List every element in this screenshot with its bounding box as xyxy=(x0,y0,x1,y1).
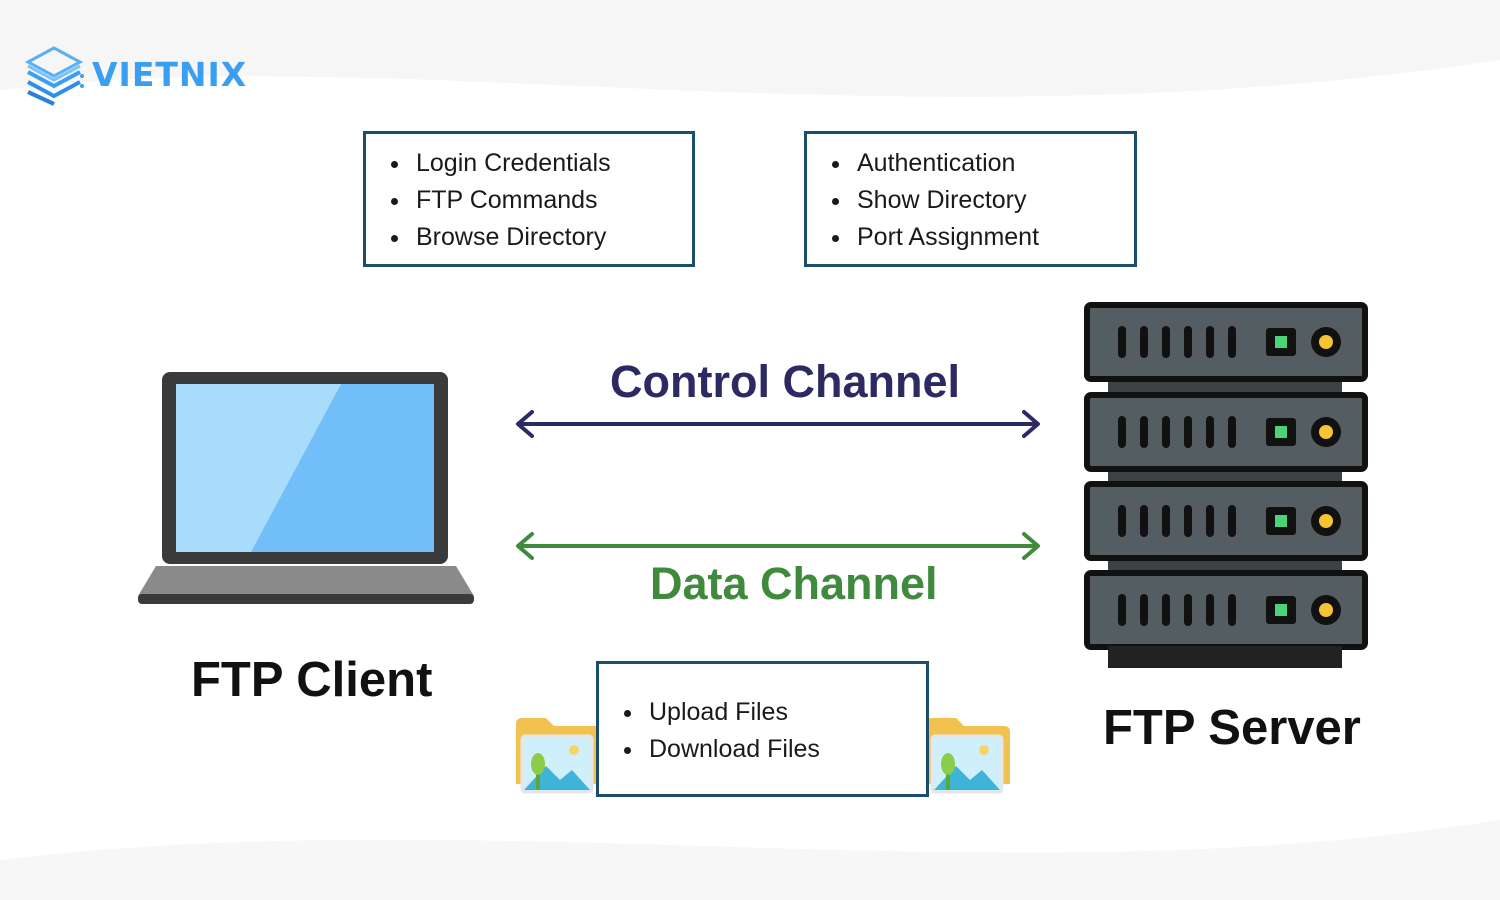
brand-name: VIETNIX xyxy=(92,54,248,94)
laptop-icon xyxy=(138,372,474,604)
vietnix-logo[interactable]: VIETNIX xyxy=(24,42,247,106)
image-folder-icon xyxy=(926,718,1010,794)
client-info-list: Login Credentials FTP Commands Browse Di… xyxy=(366,145,692,256)
list-item: Upload Files xyxy=(624,694,926,731)
server-rack-icon xyxy=(1084,302,1368,668)
ftp-client-label: FTP Client xyxy=(191,653,433,707)
list-item: Download Files xyxy=(624,731,926,768)
list-item: Authentication xyxy=(832,145,1134,182)
image-folder-icon xyxy=(516,718,600,794)
list-item: Show Directory xyxy=(832,182,1134,219)
data-channel-label: Data Channel xyxy=(650,558,938,609)
server-info-list: Authentication Show Directory Port Assig… xyxy=(807,145,1134,256)
ftp-server-label: FTP Server xyxy=(1103,701,1361,755)
control-channel-label: Control Channel xyxy=(610,356,960,407)
list-item: FTP Commands xyxy=(391,182,692,219)
vietnix-logo-icon xyxy=(24,46,84,106)
list-item: Port Assignment xyxy=(832,219,1134,256)
data-channel-arrow xyxy=(516,532,1040,560)
control-channel-arrow xyxy=(516,410,1040,438)
client-info-box: Login Credentials FTP Commands Browse Di… xyxy=(363,131,695,267)
file-transfer-list: Upload Files Download Files xyxy=(599,694,926,768)
list-item: Login Credentials xyxy=(391,145,692,182)
list-item: Browse Directory xyxy=(391,219,692,256)
file-transfer-box: Upload Files Download Files xyxy=(596,661,929,797)
server-info-box: Authentication Show Directory Port Assig… xyxy=(804,131,1137,267)
